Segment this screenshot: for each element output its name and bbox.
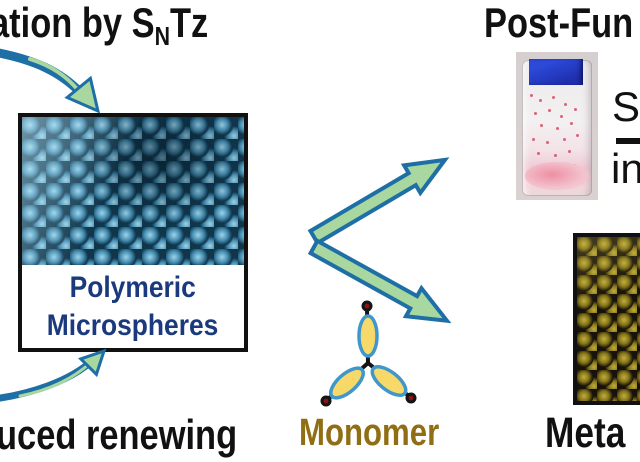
monomer-endgroup-right xyxy=(405,392,417,404)
heading-subscript: N xyxy=(154,21,170,51)
heading-functionalization-suffix: Tz xyxy=(169,0,209,46)
reaction-arrow-fragment xyxy=(616,138,640,144)
microspheres-caption-line1: Polymeric xyxy=(69,271,197,304)
monomer-icon xyxy=(320,300,417,407)
heading-functionalization: ation by SNTz xyxy=(0,0,256,51)
curved-arrow-down-icon xyxy=(0,48,101,114)
arrow-up-right-icon xyxy=(307,157,450,246)
heading-functionalization-text: ation by S xyxy=(0,0,155,46)
monomer-label-text: Monomer xyxy=(299,412,440,454)
monomer-petal-left xyxy=(329,366,365,400)
sem-image-yellow-microspheres xyxy=(573,233,640,405)
heading-post-functionalization-text: Post-Fun xyxy=(484,0,634,46)
monomer-endgroup-top xyxy=(361,300,373,312)
vial-photo xyxy=(516,52,598,200)
microspheres-caption: Polymeric Microspheres xyxy=(22,269,244,345)
microspheres-box: Polymeric Microspheres xyxy=(18,113,248,352)
monomer-label: Monomer xyxy=(299,414,470,452)
curved-arrow-up-icon xyxy=(0,348,107,402)
sem-image-blue-microspheres xyxy=(22,117,244,265)
monomer-petal-top xyxy=(357,314,379,358)
caption-induced-renewing: uced renewing xyxy=(0,414,290,456)
monomer-petal-right xyxy=(370,365,408,397)
vial-liquid xyxy=(525,162,589,190)
arrow-down-right-icon xyxy=(307,238,452,324)
condition-text-top: So xyxy=(612,83,640,130)
caption-induced-renewing-text: uced renewing xyxy=(0,411,238,458)
monomer-endgroup-left xyxy=(320,395,332,407)
caption-metal: Meta xyxy=(545,412,640,455)
condition-text-bottom: in xyxy=(611,145,640,192)
caption-metal-text: Meta xyxy=(545,409,626,457)
microspheres-caption-line2: Microspheres xyxy=(47,309,219,342)
vial-speckles xyxy=(530,94,533,97)
vial-cap xyxy=(529,59,583,85)
heading-post-functionalization: Post-Fun xyxy=(484,2,640,44)
